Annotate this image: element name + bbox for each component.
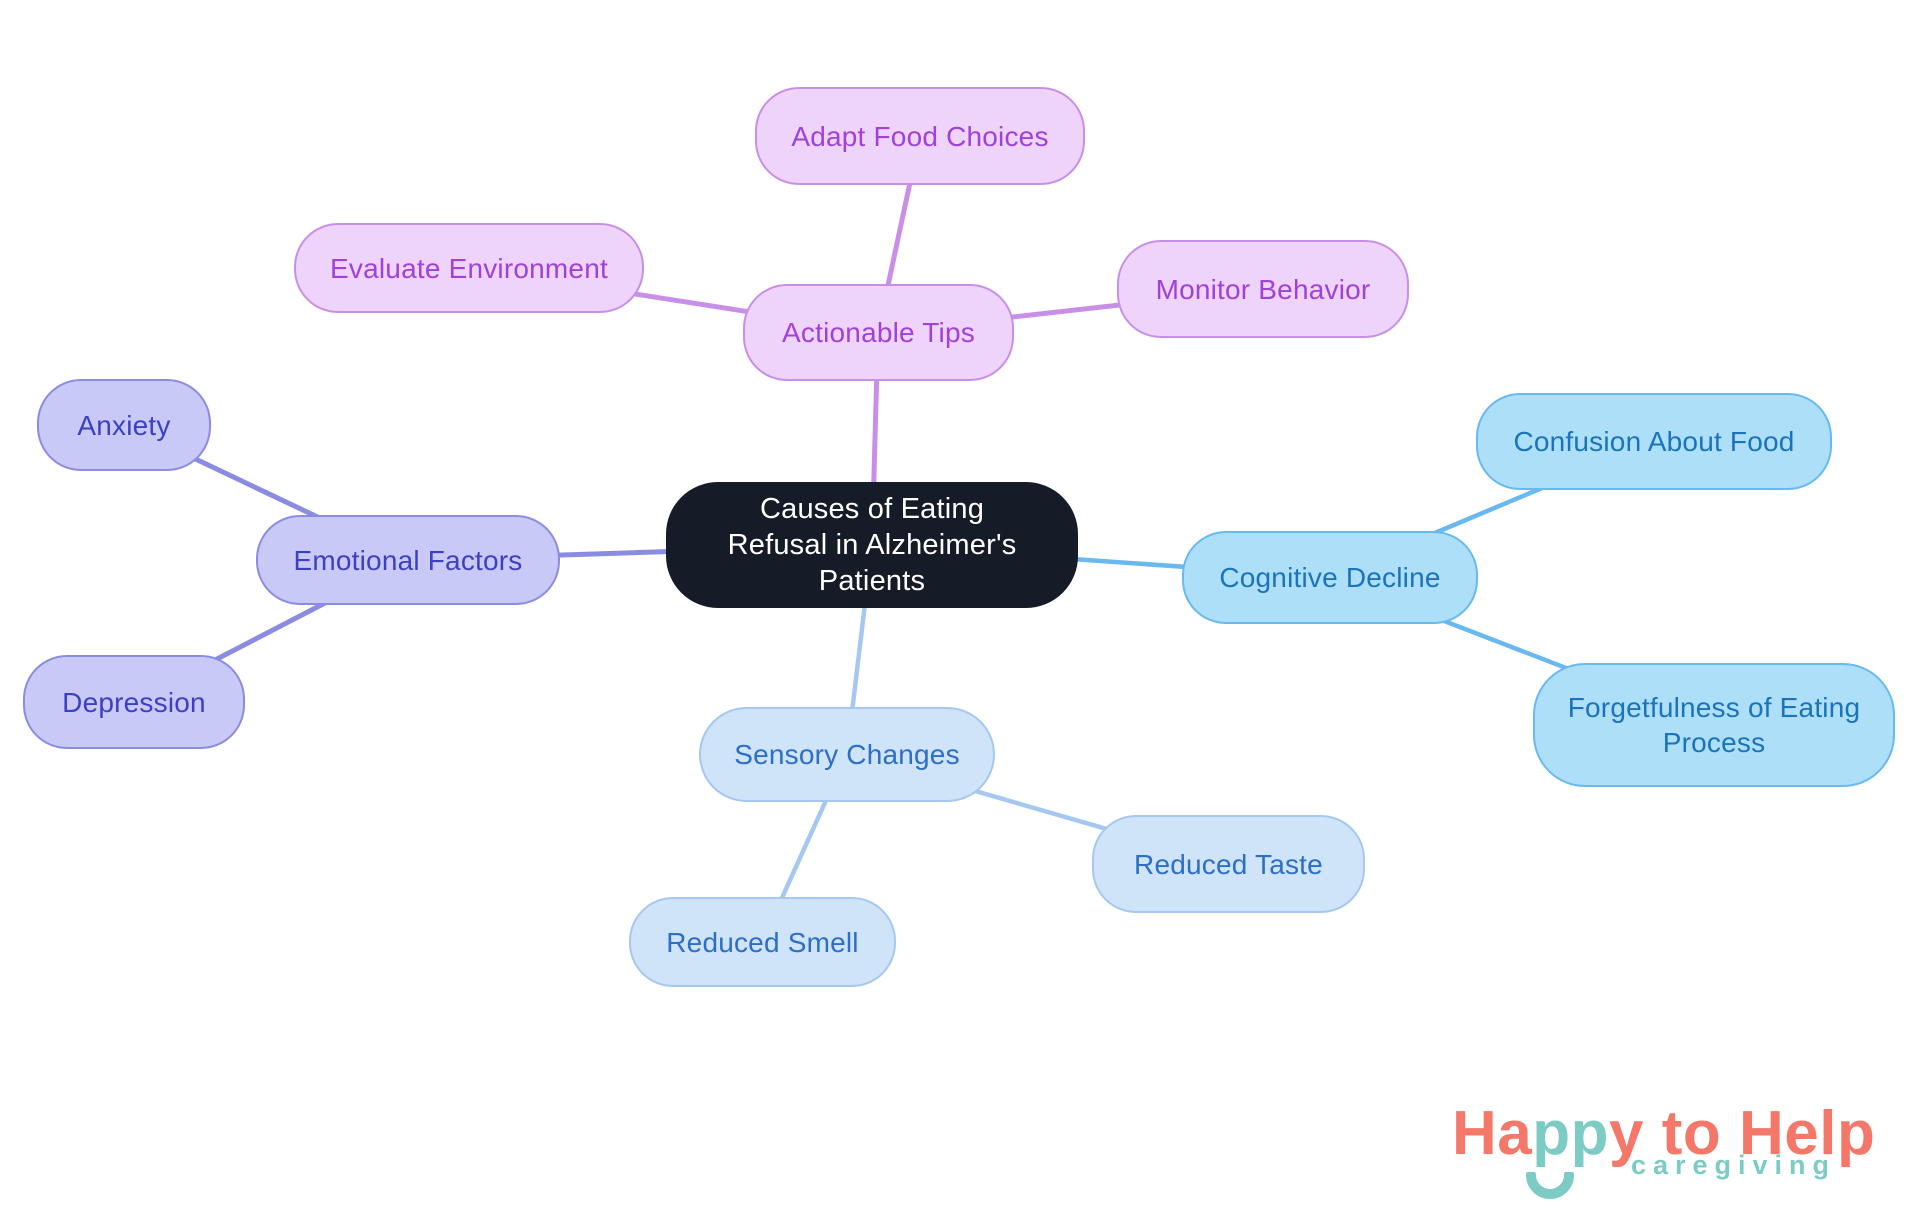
node-evaluate-environment: Evaluate Environment xyxy=(294,223,644,313)
node-anxiety: Anxiety xyxy=(37,379,211,471)
node-adapt-food-choices: Adapt Food Choices xyxy=(755,87,1085,185)
node-cognitive-decline: Cognitive Decline xyxy=(1182,531,1478,624)
logo-wordmark: Happy to Help xyxy=(1452,1098,1882,1169)
node-reduced-smell: Reduced Smell xyxy=(629,897,896,987)
node-depression: Depression xyxy=(23,655,245,749)
node-actionable-tips: Actionable Tips xyxy=(743,284,1014,381)
node-emotional-factors: Emotional Factors xyxy=(256,515,560,605)
smile-icon xyxy=(1526,1172,1574,1199)
happy-to-help-logo: Happy to Help caregiving xyxy=(1452,1098,1882,1208)
node-reduced-taste: Reduced Taste xyxy=(1092,815,1365,913)
logo-wordmark-part3: y to Help xyxy=(1609,1099,1876,1168)
node-sensory-changes: Sensory Changes xyxy=(699,707,995,802)
node-monitor-behavior: Monitor Behavior xyxy=(1117,240,1409,338)
logo-wordmark-part1: Ha xyxy=(1452,1099,1533,1168)
node-central-topic: Causes of Eating Refusal in Alzheimer's … xyxy=(666,482,1078,608)
logo-wordmark-part2: pp xyxy=(1532,1099,1610,1168)
node-confusion-about-food: Confusion About Food xyxy=(1476,393,1832,490)
node-forgetfulness-of-eating-process: Forgetfulness of Eating Process xyxy=(1533,663,1895,787)
logo-tagline: caregiving xyxy=(1630,1150,1836,1180)
